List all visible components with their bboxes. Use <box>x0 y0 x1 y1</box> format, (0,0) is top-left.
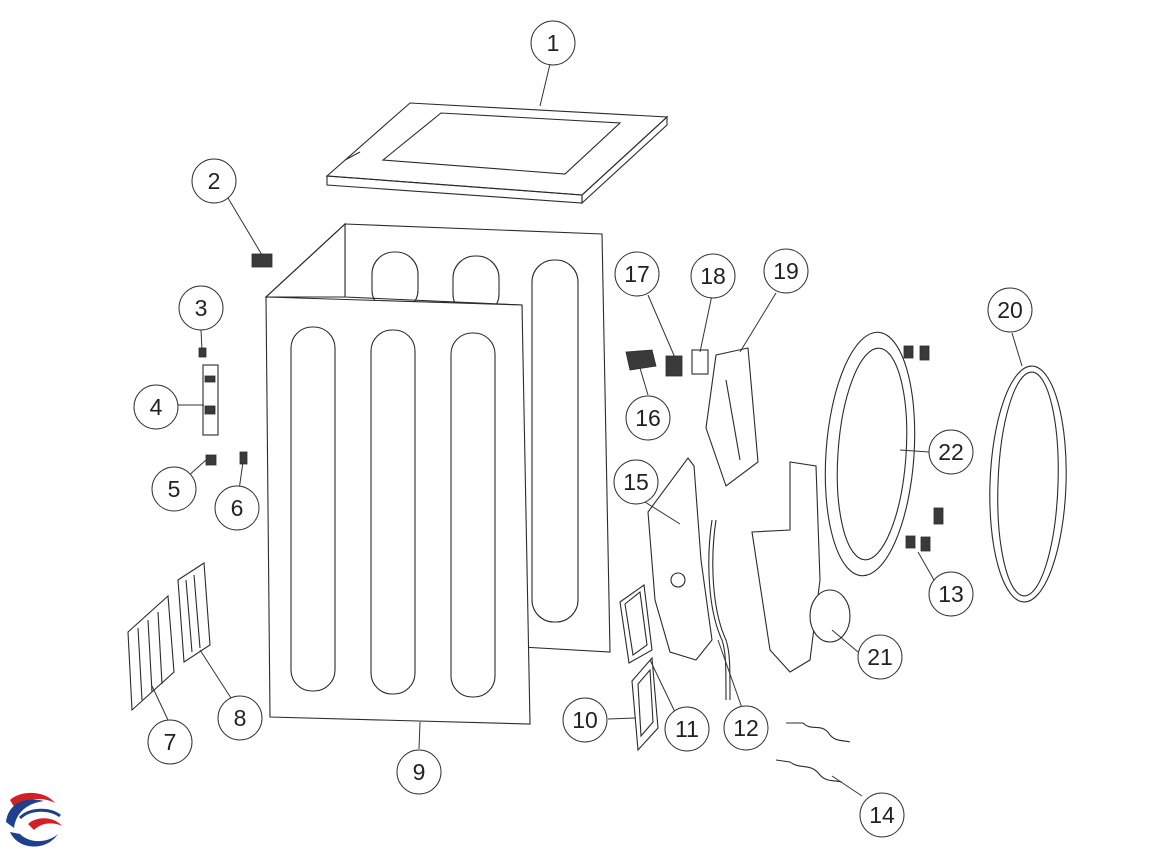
callout-16-label: 16 <box>635 405 661 431</box>
callout-22: 22 <box>928 429 974 475</box>
part-10-filter-housing <box>631 656 659 752</box>
callout-2-label: 2 <box>208 168 221 194</box>
part-21-blower-housing <box>751 461 851 673</box>
callout-20-label: 20 <box>997 297 1023 323</box>
callout-8: 8 <box>217 695 263 741</box>
callout-15-label: 15 <box>623 469 649 495</box>
callout-1: 1 <box>530 20 576 66</box>
callout-22-label: 22 <box>938 439 964 465</box>
part-2-clip <box>251 253 273 268</box>
callout-6-label: 6 <box>231 495 244 521</box>
part-3-clip <box>198 347 207 358</box>
part-4-bracket <box>202 364 219 436</box>
callout-4: 4 <box>133 384 179 430</box>
callout-11: 11 <box>664 706 710 752</box>
part-22-drum-ring <box>824 331 916 577</box>
callout-6: 6 <box>214 485 260 531</box>
part-16-bracket <box>625 349 657 371</box>
callout-17: 17 <box>614 251 660 297</box>
callout-10-label: 10 <box>572 707 598 733</box>
callout-1-label: 1 <box>547 30 560 56</box>
callout-21-label: 21 <box>867 644 893 670</box>
callout-13-label: 13 <box>938 581 964 607</box>
callout-17-label: 17 <box>624 261 650 287</box>
callout-19: 19 <box>763 248 809 294</box>
callout-4-label: 4 <box>150 394 163 420</box>
part-13-clips <box>903 345 944 552</box>
callout-20: 20 <box>987 287 1033 333</box>
callout-7: 7 <box>147 719 193 765</box>
callout-19-label: 19 <box>773 258 799 284</box>
part-7-grille <box>127 594 175 712</box>
part-17-clip <box>665 355 683 377</box>
part-18-pad <box>691 349 709 375</box>
callout-3-label: 3 <box>195 295 208 321</box>
part-1-top-cover <box>325 102 669 205</box>
part-6-clip <box>239 451 248 465</box>
callout-8-label: 8 <box>234 705 247 731</box>
callout-11-label: 11 <box>675 716 699 742</box>
callout-13: 13 <box>928 571 974 617</box>
callout-9-label: 9 <box>413 759 426 785</box>
callout-10: 10 <box>562 697 608 743</box>
part-9-cabinet <box>264 222 611 725</box>
part-11-gasket <box>619 584 653 664</box>
part-12-seal-strip <box>708 519 731 701</box>
callout-16: 16 <box>625 395 671 441</box>
leader-lines <box>151 63 1023 797</box>
part-20-belt <box>989 365 1067 603</box>
swirl-logo-icon <box>6 792 62 847</box>
part-5-screw <box>205 454 217 466</box>
callout-5: 5 <box>151 466 197 512</box>
callout-18-label: 18 <box>700 263 726 289</box>
callout-9: 9 <box>396 749 442 795</box>
part-14-wires <box>775 722 851 783</box>
callout-12-label: 12 <box>733 715 759 741</box>
callout-18: 18 <box>690 253 736 299</box>
callout-2: 2 <box>191 158 237 204</box>
callout-7-label: 7 <box>164 729 177 755</box>
callout-15: 15 <box>613 459 659 505</box>
callout-14-label: 14 <box>869 802 895 828</box>
callout-3: 3 <box>178 285 224 331</box>
part-19-lint-duct <box>705 347 759 487</box>
callout-14: 14 <box>859 792 905 838</box>
part-15-bulkhead <box>647 457 713 661</box>
callout-12: 12 <box>723 705 769 751</box>
callout-5-label: 5 <box>168 476 181 502</box>
part-8-grille <box>177 562 211 663</box>
callout-21: 21 <box>857 634 903 680</box>
